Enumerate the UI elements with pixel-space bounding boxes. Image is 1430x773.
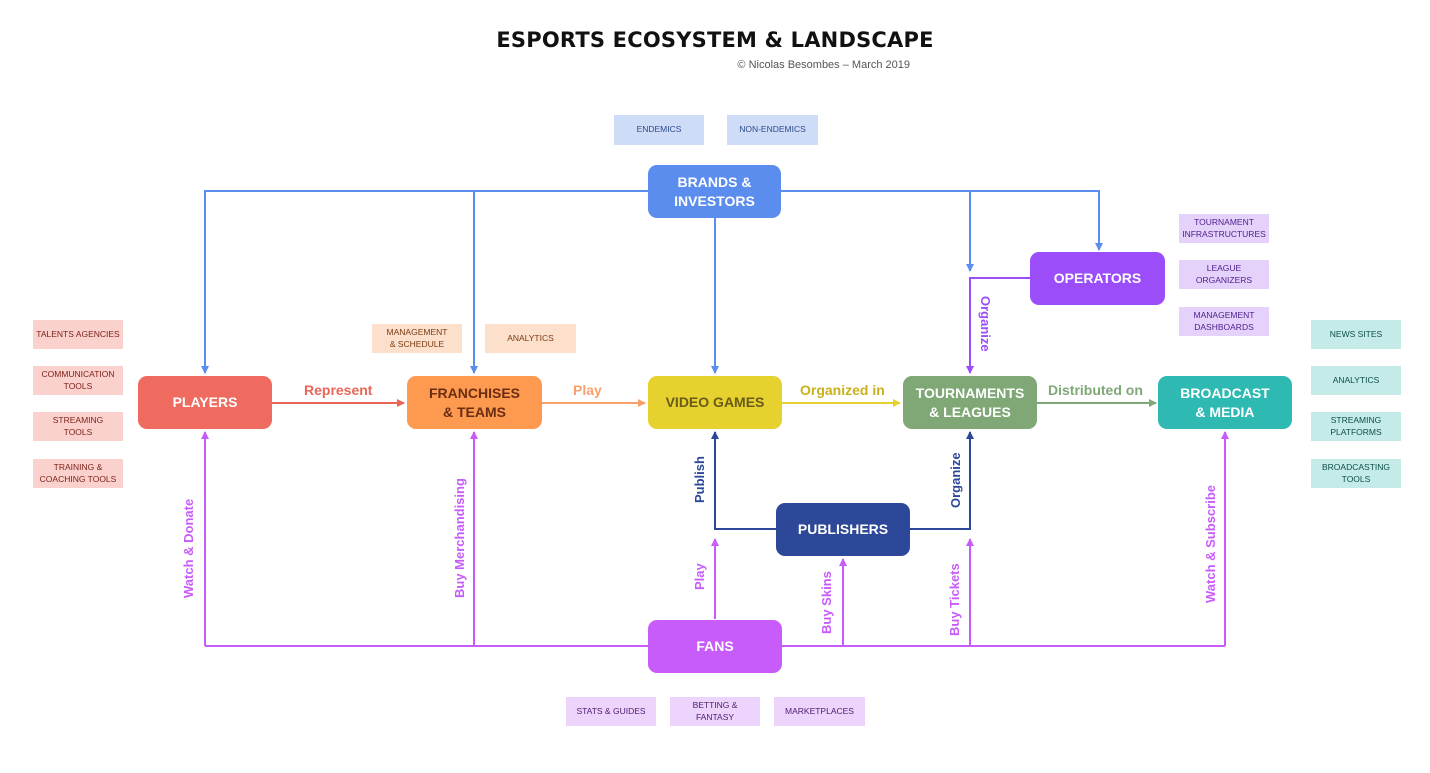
tag-talents-agencies: TALENTS AGENCIES — [33, 320, 123, 349]
publish-line — [711, 431, 776, 530]
edge-label-watch-donate: Watch & Donate — [181, 498, 196, 598]
operators-node: OPERATORS — [1030, 252, 1165, 305]
tag-streaming-platforms: STREAMING PLATFORMS — [1311, 412, 1401, 441]
copyright-subtitle: © Nicolas Besombes – March 2019 — [737, 59, 910, 71]
publishers-organize-line — [909, 431, 974, 530]
publishers-node: PUBLISHERS — [776, 503, 910, 556]
diagram-title: ESPORTS ECOSYSTEM & LANDSCAPE — [496, 28, 934, 52]
brands-connectors — [201, 190, 1103, 374]
tag-management-dashboards: MANAGEMENT DASHBOARDS — [1179, 307, 1269, 336]
franchises-teams-node: FRANCHISES & TEAMS — [407, 376, 542, 429]
tag-stats-guides: STATS & GUIDES — [566, 697, 656, 726]
edge-label-watch-subscribe: Watch & Subscribe — [1203, 485, 1218, 603]
edge-label-buy-skins: Buy Skins — [819, 571, 834, 634]
tournaments-leagues-node: TOURNAMENTS & LEAGUES — [903, 376, 1037, 429]
brands-to-tournaments-line — [781, 190, 1103, 251]
tag-non-endemics: NON-ENDEMICS — [727, 115, 818, 145]
players-node: PLAYERS — [138, 376, 272, 429]
tag-news-sites: NEWS SITES — [1311, 320, 1401, 349]
tag-franchises-analytics: ANALYTICS — [485, 324, 576, 353]
tag-communication-tools: COMMUNICATION TOOLS — [33, 366, 123, 395]
edge-label-publishers-organize: Organize — [948, 452, 963, 508]
tag-betting-fantasy: BETTING & FANTASY — [670, 697, 760, 726]
operators-to-tournaments-line — [966, 277, 1030, 374]
tag-tournament-infrastructures: TOURNAMENT INFRASTRUCTURES — [1179, 214, 1269, 243]
brands-to-players-line — [201, 190, 648, 374]
edge-label-play: Play — [573, 382, 602, 398]
tag-endemics: ENDEMICS — [614, 115, 704, 145]
edge-label-organized-in: Organized in — [800, 382, 885, 398]
tag-training-coaching-tools: TRAINING & COACHING TOOLS — [33, 459, 123, 488]
edge-label-publish: Publish — [692, 456, 707, 503]
tag-management-schedule: MANAGEMENT & SCHEDULE — [372, 324, 462, 353]
tag-league-organizers: LEAGUE ORGANIZERS — [1179, 260, 1269, 289]
brands-investors-node: BRANDS & INVESTORS — [648, 165, 781, 218]
edge-label-represent: Represent — [304, 382, 373, 398]
edge-label-buy-merchandising: Buy Merchandising — [452, 478, 467, 598]
publishers-connectors — [711, 431, 974, 530]
edge-label-distributed-on: Distributed on — [1048, 382, 1143, 398]
fans-node: FANS — [648, 620, 782, 673]
edge-label-fans-play: Play — [692, 563, 707, 590]
tag-marketplaces: MARKETPLACES — [774, 697, 865, 726]
tag-streaming-tools: STREAMING TOOLS — [33, 412, 123, 441]
tag-broadcast-analytics: ANALYTICS — [1311, 366, 1401, 395]
tag-broadcasting-tools: BROADCASTING TOOLS — [1311, 459, 1401, 488]
edge-label-buy-tickets: Buy Tickets — [947, 563, 962, 636]
edge-label-operators-organize: Organize — [978, 296, 993, 352]
video-games-node: VIDEO GAMES — [648, 376, 782, 429]
broadcast-media-node: BROADCAST & MEDIA — [1158, 376, 1292, 429]
